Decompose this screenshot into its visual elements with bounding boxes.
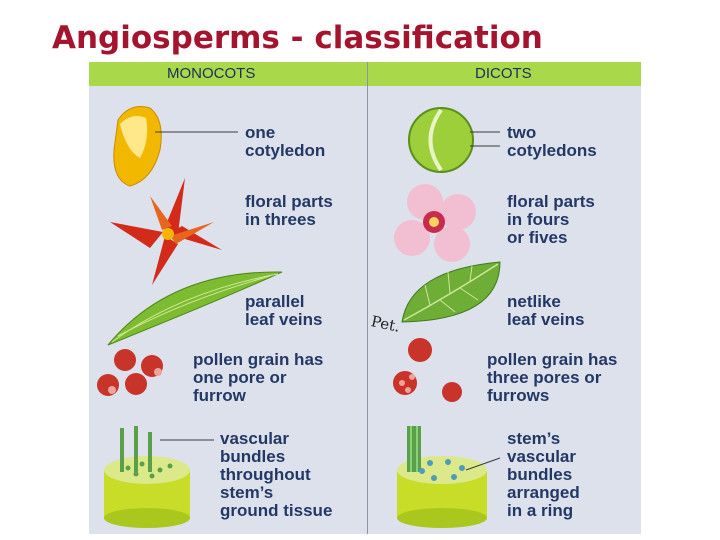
monocot-stem-label: vascular bundles throughout stem’s groun… (220, 429, 333, 520)
dicot-pollen-label: pollen grain has three pores or furrows (487, 350, 618, 405)
page-title: Angiosperms - classification (52, 20, 543, 56)
monocot-seed-illustration (113, 106, 238, 187)
dicot-pollen-illustration (393, 338, 462, 402)
dicot-leaf-label: netlike leaf veins (507, 292, 585, 329)
column-divider (367, 62, 368, 534)
monocot-stem-illustration (104, 426, 214, 528)
dicots-header: DICOTS (475, 65, 532, 82)
header-bar: MONOCOTS DICOTS (89, 62, 641, 86)
monocot-flower-illustration (110, 178, 222, 285)
dicot-seed-illustration (408, 107, 500, 173)
monocot-pollen-illustration (97, 349, 163, 396)
dicot-stem-label: stem’s vascular bundles arranged in a ri… (507, 429, 580, 520)
dicot-floral-label: floral parts in fours or fives (507, 192, 595, 247)
dicot-leaf-illustration (401, 261, 501, 323)
monocot-leaf-illustration (107, 271, 283, 346)
dicot-flower-illustration (394, 184, 476, 262)
monocot-cotyledon-label: one cotyledon (245, 123, 326, 160)
monocot-pollen-label: pollen grain has one pore or furrow (193, 350, 324, 405)
monocots-header: MONOCOTS (167, 65, 256, 82)
dicot-cotyledon-label: two cotyledons (507, 123, 597, 160)
monocot-leaf-label: parallel leaf veins (245, 292, 323, 329)
dicot-stem-illustration (397, 426, 501, 528)
monocot-floral-label: floral parts in threes (245, 192, 333, 229)
